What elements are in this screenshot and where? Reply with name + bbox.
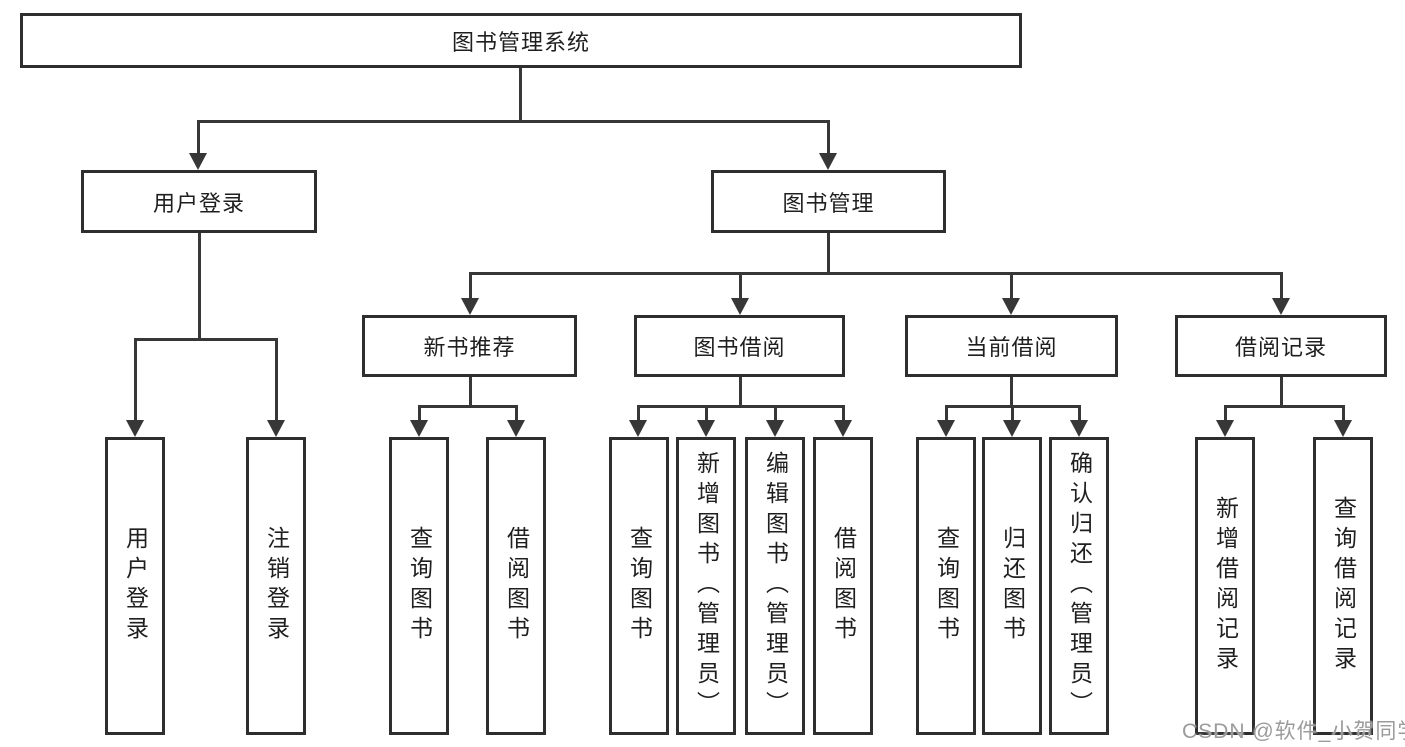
connector <box>1010 377 1013 405</box>
connector <box>1224 405 1345 408</box>
connector <box>1342 405 1345 422</box>
leaf-query-borrow-record: 查询借阅记录 <box>1313 437 1373 735</box>
connector <box>134 338 277 341</box>
connector <box>774 405 777 422</box>
arrowhead-icon <box>937 420 955 437</box>
connector <box>945 405 948 422</box>
leaf-query-books-borrow: 查询图书 <box>609 437 669 735</box>
connector <box>519 66 522 122</box>
connector <box>739 377 742 405</box>
leaf-query-books-recommend: 查询图书 <box>389 437 449 735</box>
connector <box>469 272 472 300</box>
arrowhead-icon <box>1003 420 1021 437</box>
arrowhead-icon <box>461 298 479 315</box>
arrowhead-icon <box>1002 298 1020 315</box>
node-root-library-system: 图书管理系统 <box>20 13 1022 68</box>
connector <box>827 233 830 272</box>
connector <box>515 405 518 422</box>
node-borrow-records: 借阅记录 <box>1175 315 1387 377</box>
connector <box>134 338 137 421</box>
connector <box>1280 272 1283 300</box>
arrowhead-icon <box>507 420 525 437</box>
leaf-user-login: 用户登录 <box>105 437 165 735</box>
connector <box>637 405 640 422</box>
connector <box>1224 405 1227 422</box>
arrowhead-icon <box>1272 298 1290 315</box>
connector <box>469 377 472 405</box>
connector <box>198 233 201 338</box>
connector <box>418 405 421 422</box>
leaf-query-books-current: 查询图书 <box>916 437 976 735</box>
csdn-watermark: CSDN @软件_小贺同学 <box>1182 720 1405 743</box>
arrowhead-icon <box>267 420 285 437</box>
arrowhead-icon <box>629 420 647 437</box>
arrowhead-icon <box>126 420 144 437</box>
leaf-add-borrow-record: 新增借阅记录 <box>1195 437 1255 735</box>
leaf-confirm-return-admin: 确认归还（管理员） <box>1049 437 1109 735</box>
leaf-edit-books-admin: 编辑图书（管理员） <box>745 437 805 735</box>
connector <box>637 405 845 408</box>
leaf-borrow-books: 借阅图书 <box>813 437 873 735</box>
connector <box>418 405 518 408</box>
arrowhead-icon <box>697 420 715 437</box>
leaf-return-books: 归还图书 <box>982 437 1042 735</box>
leaf-borrow-books-recommend: 借阅图书 <box>486 437 546 735</box>
connector <box>197 120 830 123</box>
connector <box>842 405 845 422</box>
arrowhead-icon <box>819 153 837 170</box>
arrowhead-icon <box>1070 420 1088 437</box>
arrowhead-icon <box>410 420 428 437</box>
node-book-management: 图书管理 <box>711 170 946 233</box>
connector <box>827 120 830 154</box>
leaf-add-books-admin: 新增图书（管理员） <box>676 437 736 735</box>
connector <box>1280 377 1283 405</box>
connector <box>705 405 708 422</box>
connector <box>1011 405 1014 422</box>
arrowhead-icon <box>1334 420 1352 437</box>
connector <box>469 272 1282 275</box>
arrowhead-icon <box>731 298 749 315</box>
connector <box>197 120 200 154</box>
connector <box>739 272 742 300</box>
node-user-login: 用户登录 <box>81 170 317 233</box>
arrowhead-icon <box>766 420 784 437</box>
leaf-logout: 注销登录 <box>246 437 306 735</box>
node-current-borrow: 当前借阅 <box>905 315 1118 377</box>
connector <box>1078 405 1081 422</box>
arrowhead-icon <box>834 420 852 437</box>
arrowhead-icon <box>189 153 207 170</box>
arrowhead-icon <box>1216 420 1234 437</box>
node-new-book-recommend: 新书推荐 <box>362 315 577 377</box>
connector <box>1010 272 1013 300</box>
connector <box>275 338 278 421</box>
node-book-borrow: 图书借阅 <box>634 315 845 377</box>
